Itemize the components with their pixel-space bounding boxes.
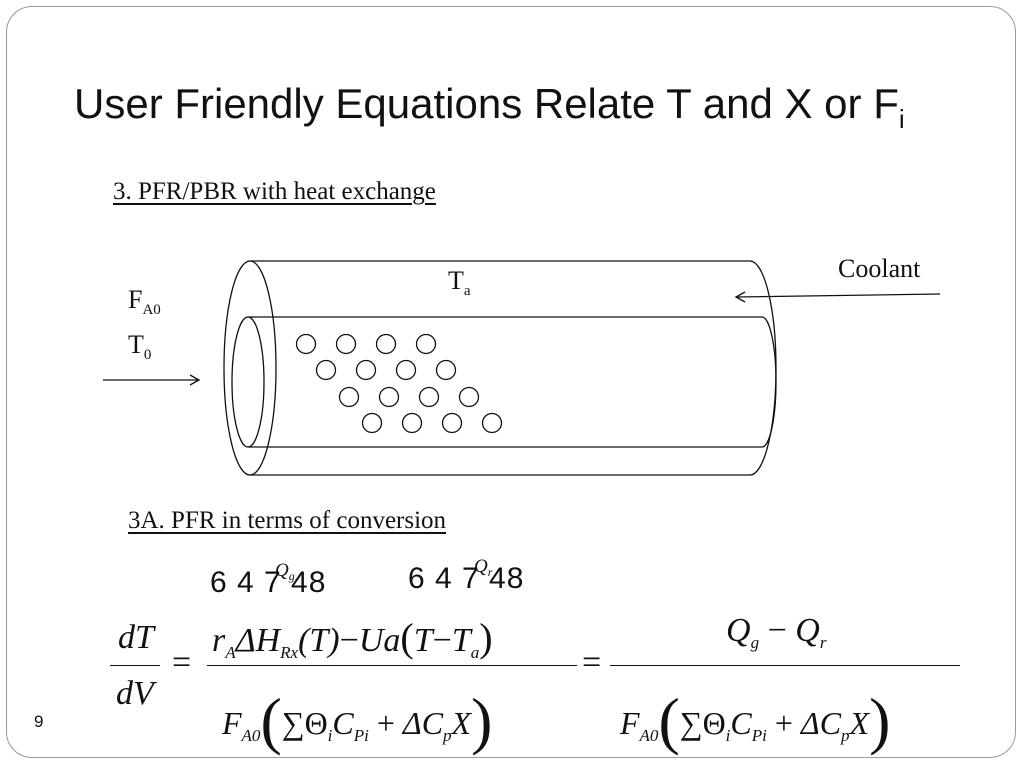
middle-numerator: rAΔHRx(T)−Ua(T−Ta): [212, 615, 493, 662]
coolant-label: Coolant: [838, 254, 921, 283]
feed-temp-label: T0: [128, 330, 152, 363]
slide-number: 9: [34, 712, 44, 731]
lhs-denominator: dV: [116, 675, 154, 712]
overbrace-qr: 6 4 7 48: [408, 562, 525, 595]
middle-fraction-bar: [207, 665, 577, 666]
slide-title: User Friendly Equations Relate T and X o…: [74, 80, 905, 134]
overbrace-qg: 6 4 7 48: [210, 566, 327, 599]
section-heading-pfr-pbr: 3. PFR/PBR with heat exchange: [113, 178, 436, 205]
lhs-fraction-bar: [110, 665, 160, 666]
section-heading-conversion: 3A. PFR in terms of conversion: [128, 507, 447, 534]
slide-frame: [6, 6, 1016, 758]
right-denominator: FA0(∑ΘiCPi + ΔCpX): [620, 685, 891, 756]
qr-brace-label: Qr: [474, 556, 493, 579]
feed-flow-label: FA0: [128, 285, 161, 318]
outer-tube-right: [749, 260, 777, 476]
right-fraction-bar: [610, 665, 960, 666]
coolant-arrow: [736, 293, 941, 298]
equals-2: =: [582, 644, 602, 681]
inner-tube-right: [761, 316, 777, 448]
title-subscript: i: [898, 104, 905, 134]
catalyst-particles: [295, 333, 503, 434]
right-numerator: Qg − Qr: [726, 612, 827, 652]
ambient-temp-label: Ta: [448, 266, 471, 299]
middle-denominator: FA0(∑ΘiCPi + ΔCpX): [222, 685, 493, 756]
qg-brace-label: Qg: [275, 560, 295, 583]
lhs-numerator: dT: [118, 619, 154, 656]
inner-tube-end-left: [231, 316, 265, 448]
equals-1: =: [172, 644, 192, 681]
